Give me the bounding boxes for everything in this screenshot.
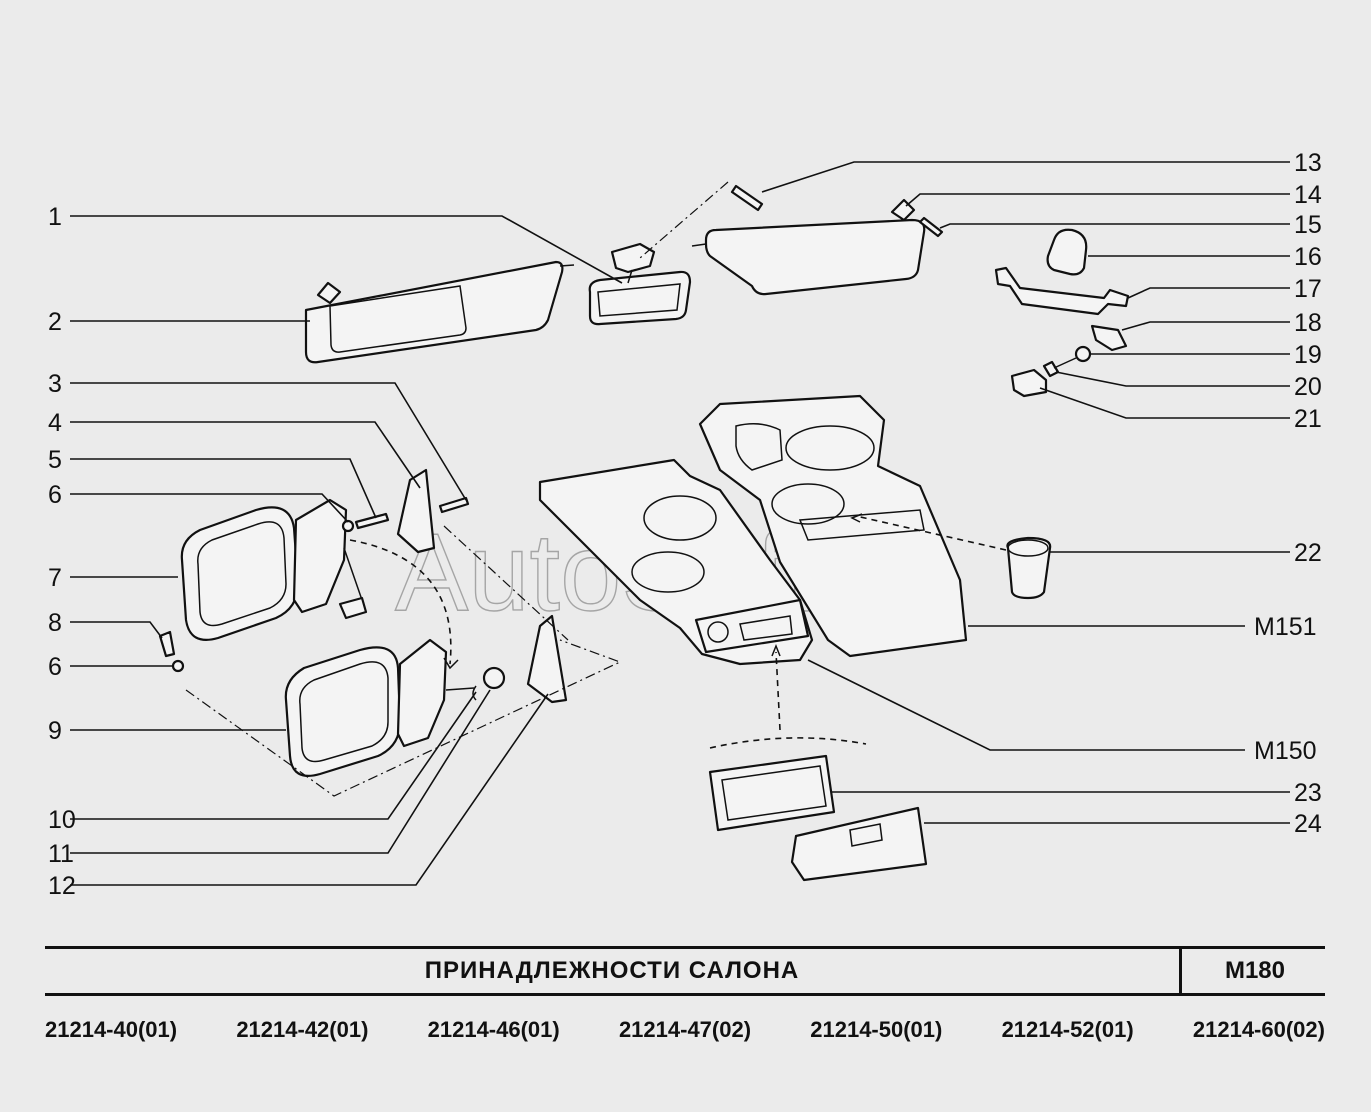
callout-1: 1 [48, 203, 62, 231]
callout-m150: M150 [1254, 737, 1317, 765]
rear-view-mirror [588, 242, 692, 326]
ashtray-parts [708, 754, 928, 882]
callout-4: 4 [48, 409, 62, 437]
callout-labels: 1 2 3 4 5 6 7 8 6 9 10 11 12 13 14 15 16… [48, 149, 1322, 900]
callout-7: 7 [48, 564, 62, 592]
model-code: 21214-40(01) [45, 1017, 178, 1042]
model-code: 21214-47(02) [618, 1017, 752, 1042]
callout-21: 21 [1294, 405, 1322, 433]
model-code: 21214-52(01) [1001, 1017, 1134, 1042]
callout-6-lower: 6 [48, 653, 62, 681]
callout-22: 22 [1294, 539, 1322, 567]
callout-24: 24 [1294, 810, 1322, 838]
callout-13: 13 [1294, 149, 1322, 177]
callout-10: 10 [48, 806, 76, 834]
cup-holder [1006, 536, 1052, 600]
title-block: ПРИНАДЛЕЖНОСТИ САЛОНА M180 [45, 946, 1325, 996]
callout-12: 12 [48, 872, 76, 900]
leader-lines [70, 161, 1290, 886]
callout-m151: M151 [1254, 613, 1317, 641]
callout-3: 3 [48, 370, 62, 398]
callout-9: 9 [48, 717, 62, 745]
callout-18: 18 [1294, 309, 1322, 337]
mirror-hardware [158, 468, 622, 797]
callout-5: 5 [48, 446, 62, 474]
callout-6-upper: 6 [48, 481, 62, 509]
model-code: 21214-60(02) [1192, 1017, 1325, 1042]
diagram-code: M180 [1179, 949, 1328, 993]
center-console [538, 394, 1007, 749]
callout-11: 11 [48, 840, 74, 868]
right-sun-visor [691, 198, 926, 296]
callout-19: 19 [1294, 341, 1322, 369]
diagram-title: ПРИНАДЛЕЖНОСТИ САЛОНА [424, 957, 800, 984]
screws-top [639, 181, 944, 259]
callout-2: 2 [48, 308, 62, 336]
right-small-parts [994, 228, 1130, 398]
door-mirror-left [180, 498, 368, 641]
callout-14: 14 [1294, 181, 1322, 209]
callout-17: 17 [1294, 275, 1322, 303]
door-mirror-right [284, 638, 475, 777]
callout-8: 8 [48, 609, 62, 637]
model-code: 21214-50(01) [810, 1017, 943, 1042]
model-code: 21214-42(01) [236, 1017, 369, 1042]
model-list: 21214-40(01) 21214-42(01) 21214-46(01) 2… [45, 1012, 1325, 1048]
callout-15: 15 [1294, 211, 1322, 239]
callout-16: 16 [1294, 243, 1322, 271]
model-code: 21214-46(01) [427, 1017, 560, 1042]
left-sun-visor [304, 260, 575, 364]
callout-23: 23 [1294, 779, 1322, 807]
callout-20: 20 [1294, 373, 1322, 401]
